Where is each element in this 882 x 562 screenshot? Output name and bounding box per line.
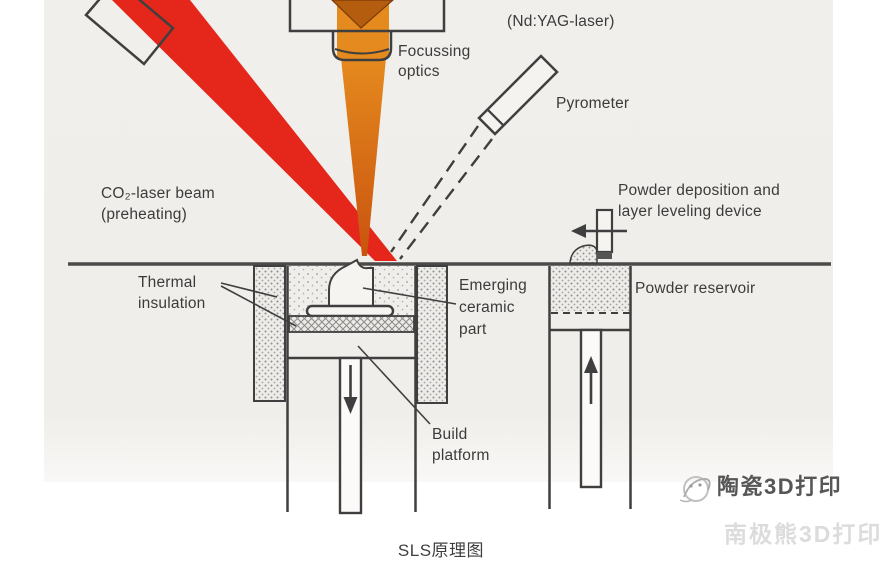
build-chamber bbox=[286, 258, 417, 515]
powder-deposition-text-line1: Powder deposition and bbox=[618, 182, 780, 199]
label-powder-reservoir: Powder reservoir bbox=[635, 278, 755, 299]
layer-leveling-device bbox=[569, 208, 627, 264]
leveling-device-tip bbox=[597, 252, 612, 259]
reservoir-piston-rod bbox=[579, 328, 603, 489]
figure-caption-text: SLS原理图 bbox=[397, 541, 485, 560]
ndyag-laser-head bbox=[288, 0, 446, 33]
powder-reservoir-text: Powder reservoir bbox=[635, 280, 756, 297]
thermal-insulation-text-line2: insulation bbox=[138, 295, 206, 312]
label-pyrometer: Pyrometer bbox=[556, 93, 629, 114]
label-powder-deposition: Powder deposition and layer leveling dev… bbox=[618, 180, 780, 222]
emerging-part-text-line1: Emerging bbox=[459, 277, 527, 294]
pyrometer-sightline bbox=[390, 125, 493, 260]
co2-laser-text-line1: CO₂-laser beam bbox=[101, 185, 215, 202]
reservoir-powder bbox=[551, 266, 630, 311]
label-build-platform: Build platform bbox=[432, 424, 490, 466]
watermark-nanjixiong: 南极熊3D打印 bbox=[724, 515, 882, 549]
label-ndyag-laser: (Nd:YAG-laser) bbox=[507, 11, 615, 32]
ndyag-beam bbox=[331, 0, 394, 256]
ceramic-3d-sketch-logo bbox=[679, 476, 711, 503]
leveling-device-travel-arrow bbox=[571, 224, 627, 238]
support-plate bbox=[305, 304, 395, 318]
thermal-insulation-left-wall bbox=[253, 265, 286, 402]
watermark-nanjixiong-text: 南极熊3D打印 bbox=[724, 521, 882, 547]
co2-laser-beam bbox=[112, 0, 397, 261]
thermal-insulation-right-wall bbox=[416, 265, 448, 404]
label-thermal-insulation: Thermal insulation bbox=[138, 272, 206, 314]
emerging-ceramic-part-shape bbox=[328, 258, 374, 307]
figure-caption: SLS原理图 bbox=[0, 536, 882, 561]
emerging-part-text-line3: part bbox=[459, 321, 487, 338]
ndyag-laser-text: (Nd:YAG-laser) bbox=[507, 13, 615, 30]
build-piston-rod bbox=[338, 356, 363, 515]
focussing-optics-text-line1: Focussing bbox=[398, 43, 471, 60]
watermark-ceramic-3d-print: 陶瓷3D打印 bbox=[717, 469, 842, 501]
build-platform-text-line2: platform bbox=[432, 447, 490, 464]
powder-reservoir-chamber bbox=[548, 266, 632, 509]
reservoir-piston-up-arrow bbox=[584, 356, 598, 404]
thermal-insulation-text-line1: Thermal bbox=[138, 274, 197, 291]
build-platform-text-line1: Build bbox=[432, 426, 468, 443]
focussing-optics-text-line2: optics bbox=[398, 63, 440, 80]
sintered-layer bbox=[288, 315, 415, 333]
powder-deposition-text-line2: layer leveling device bbox=[618, 203, 762, 220]
co2-laser-tube bbox=[84, 0, 175, 66]
pyrometer-text: Pyrometer bbox=[556, 95, 630, 112]
watermark-ceramic-text: 陶瓷3D打印 bbox=[717, 474, 843, 499]
label-focussing-optics: Focussing optics bbox=[398, 42, 470, 82]
co2-laser-text-line2: (preheating) bbox=[101, 206, 187, 223]
pyrometer-body bbox=[477, 54, 559, 136]
label-co2-laser-beam: CO₂-laser beam (preheating) bbox=[101, 183, 215, 225]
beam-mirror-notch bbox=[331, 0, 394, 29]
focussing-optics-lens bbox=[331, 31, 393, 62]
emerging-part-text-line2: ceramic bbox=[459, 299, 515, 316]
leader-lines bbox=[220, 282, 457, 425]
build-piston-down-arrow bbox=[343, 365, 358, 414]
label-emerging-ceramic-part: Emerging ceramic part bbox=[459, 275, 527, 341]
